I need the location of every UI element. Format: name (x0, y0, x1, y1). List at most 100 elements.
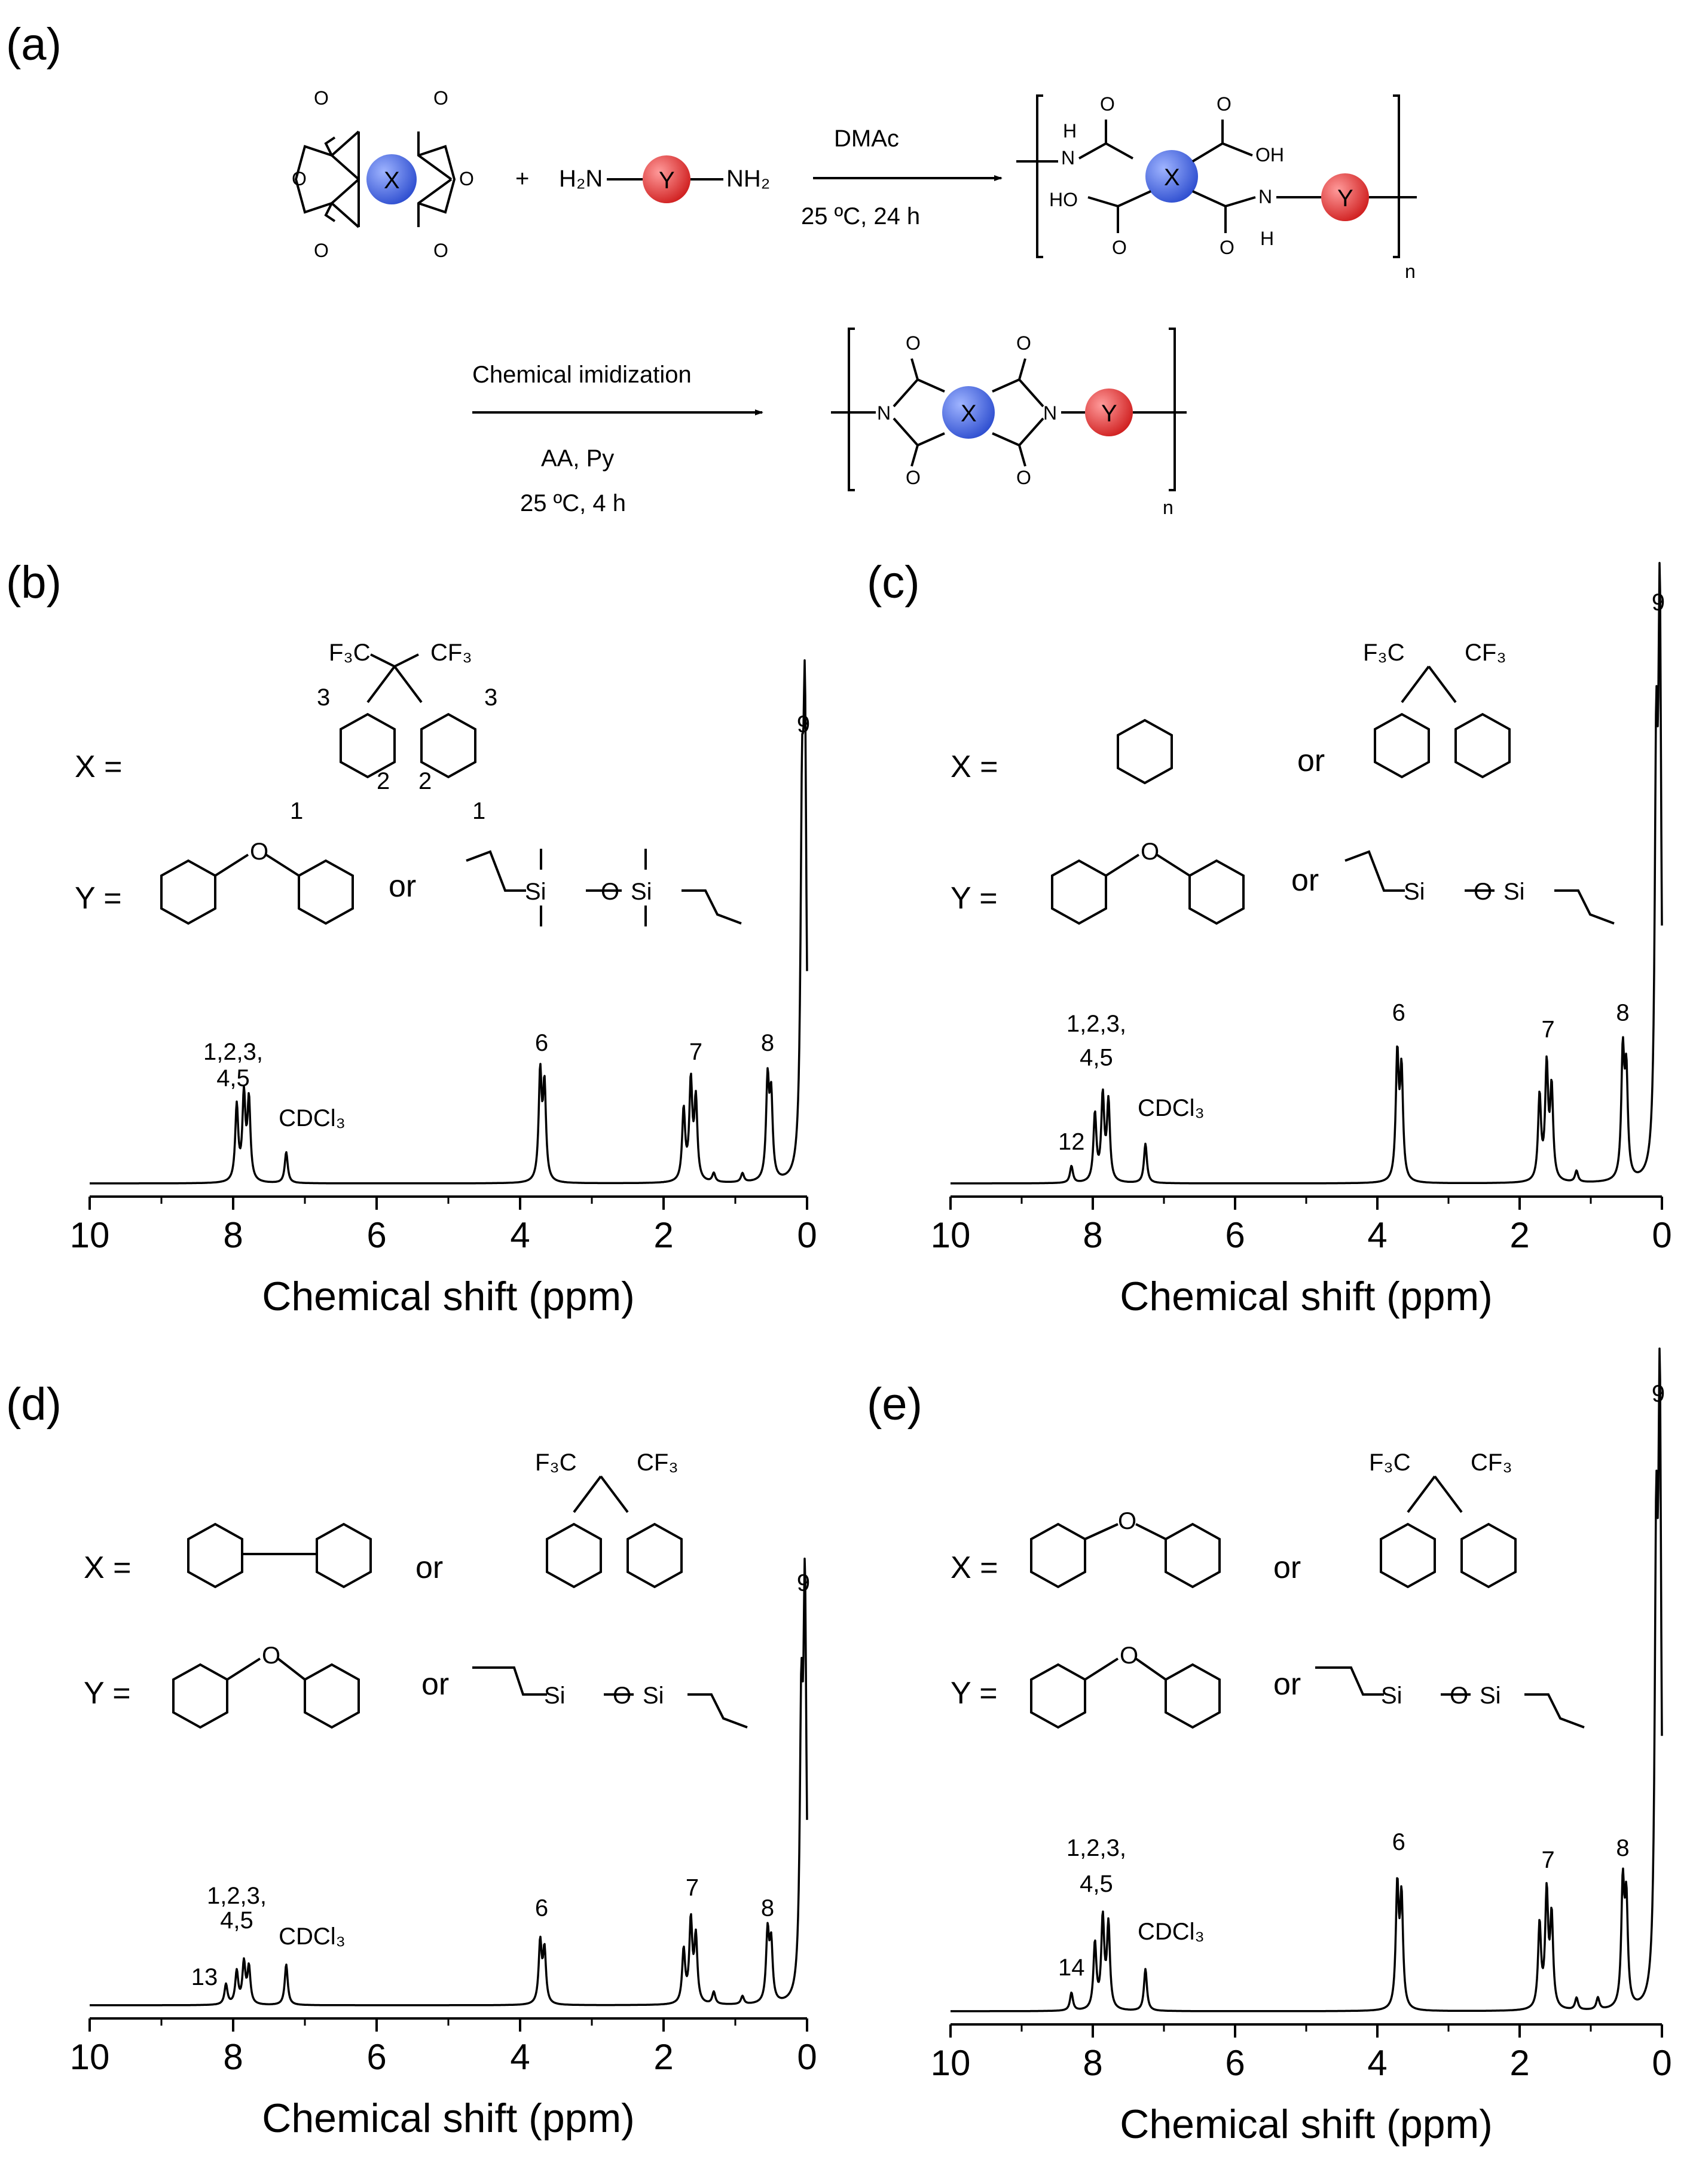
peak-annotation: 6 (535, 1030, 548, 1056)
spectrum-line (950, 562, 1663, 1185)
y-node-label: Y (1101, 400, 1117, 427)
peak-annotation: 9 (797, 1570, 810, 1596)
si-atom: Si (1503, 879, 1525, 905)
peak-annotation: 4,5 (1080, 1871, 1113, 1897)
x-tick-label: 0 (797, 1215, 817, 1255)
peak-annotation: CDCl₃ (1138, 1095, 1205, 1121)
spectrum-line (89, 1557, 808, 2006)
peak-annotation: 8 (761, 1030, 774, 1056)
amine-right: NH₂ (726, 166, 770, 192)
or-text: or (421, 1667, 449, 1702)
o-atom: O (1220, 237, 1234, 258)
y-equals: Y = (951, 881, 998, 916)
o-atom: O (459, 168, 474, 189)
x-equals: X = (951, 750, 998, 784)
pos-label: 2 (377, 768, 390, 794)
peak-annotation: 8 (1616, 1835, 1629, 1861)
x-tick-label: 6 (1225, 2043, 1245, 2083)
or-text: or (1291, 863, 1319, 898)
cf3-left: F₃C (535, 1449, 577, 1476)
pos-label: 2 (418, 768, 432, 794)
step2-method: Chemical imidization (472, 362, 692, 388)
ether-o: O (250, 839, 268, 865)
x-tick-label: 6 (366, 2037, 386, 2077)
x-axis-label: Chemical shift (ppm) (1120, 2102, 1493, 2147)
polyamic-acid-structure: N H O X O OH HO O O N H Y n (1016, 93, 1417, 282)
peak-annotation: CDCl₃ (279, 1923, 346, 1950)
cf3-left: F₃C (1363, 640, 1405, 666)
step1-conditions: 25 ºC, 24 h (801, 203, 920, 230)
panel-label-b: (b) (6, 557, 62, 608)
spectrum-line (950, 1347, 1663, 2012)
o-atom: O (1112, 237, 1127, 258)
si-atom: Si (544, 1683, 566, 1709)
n-atom: N (877, 402, 891, 424)
peak-annotation: 6 (1392, 999, 1405, 1026)
step2-arrow: Chemical imidization AA, Py 25 ºC, 4 h (472, 362, 763, 516)
peak-annotation: 14 (1058, 1954, 1085, 1981)
pos-label: 1 (472, 798, 485, 824)
si-atom: Si (1404, 879, 1425, 905)
si-atom: Si (643, 1683, 664, 1709)
x-tick-label: 4 (510, 1215, 530, 1255)
polyimide-structure: N O O X O O N Y n (831, 328, 1187, 518)
panel-label-d: (d) (6, 1379, 62, 1430)
x-equals: X = (75, 750, 123, 784)
n-atom: N (1258, 186, 1272, 207)
peak-annotation: 7 (1541, 1847, 1554, 1873)
peak-annotation: CDCl₃ (1138, 1919, 1205, 1945)
x-tick-label: 2 (1509, 2043, 1529, 2083)
o-atom: O (601, 879, 619, 905)
x-tick-label: 4 (510, 2037, 530, 2077)
x-tick-label: 10 (70, 2037, 110, 2077)
o-atom: O (1016, 332, 1031, 354)
reaction-scheme: (a) O O O O O O X + H₂N Y NH₂ DMAc 25 ºC… (6, 19, 1417, 518)
step1-arrow: DMAc 25 ºC, 24 h (801, 126, 1003, 230)
peak-annotation: 7 (686, 1874, 699, 1901)
peak-annotation: 8 (1616, 999, 1629, 1026)
repeat-n: n (1163, 497, 1174, 518)
cf3-right: CF₃ (430, 640, 472, 666)
oh-group: OH (1255, 144, 1284, 166)
peak-annotation: CDCl₃ (279, 1105, 346, 1131)
n-atom: N (1061, 147, 1075, 169)
repeat-n: n (1405, 261, 1416, 282)
pos-label: 3 (317, 684, 330, 711)
structures-d: X = Y = or F₃C CF₃ O or Si O Si (84, 1449, 748, 1729)
peak-annotation: 12 (1058, 1129, 1085, 1155)
o-atom: O (1016, 467, 1031, 488)
o-atom: O (613, 1683, 631, 1709)
ether-o: O (1141, 839, 1159, 865)
x-tick-label: 0 (1652, 2043, 1671, 2083)
ether-o: O (1118, 1508, 1136, 1534)
y-node-label: Y (659, 167, 675, 194)
structures-c: X = Y = or F₃C CF₃ O or Si O Si (951, 640, 1615, 925)
step2-reagents: AA, Py (541, 445, 614, 472)
x-axis-label: Chemical shift (ppm) (262, 2096, 635, 2141)
or-text: or (1273, 1667, 1301, 1702)
x-tick-label: 10 (931, 2043, 971, 2083)
x-tick-label: 6 (366, 1215, 386, 1255)
o-atom: O (292, 168, 307, 189)
peak-annotation: 13 (191, 1964, 218, 1990)
panel-label-c: (c) (867, 557, 920, 608)
peak-annotation: 7 (689, 1039, 702, 1065)
x-tick-label: 8 (1083, 1215, 1102, 1255)
peak-annotation: 4,5 (220, 1907, 253, 1934)
o-atom: O (433, 240, 448, 261)
y-equals: Y = (75, 881, 122, 916)
n-atom: N (1043, 402, 1057, 424)
x-tick-label: 4 (1367, 2043, 1387, 2083)
x-tick-label: 4 (1367, 1215, 1387, 1255)
cf3-left: F₃C (329, 640, 371, 666)
y-equals: Y = (84, 1676, 131, 1711)
o-atom: O (906, 467, 921, 488)
x-node-icon (366, 154, 417, 204)
h-atom: H (1260, 228, 1274, 249)
x-node-icon (942, 386, 995, 439)
x-tick-label: 0 (1652, 1215, 1671, 1255)
peak-annotation: 9 (797, 711, 810, 738)
o-atom: O (906, 332, 921, 354)
x-tick-label: 10 (70, 1215, 110, 1255)
